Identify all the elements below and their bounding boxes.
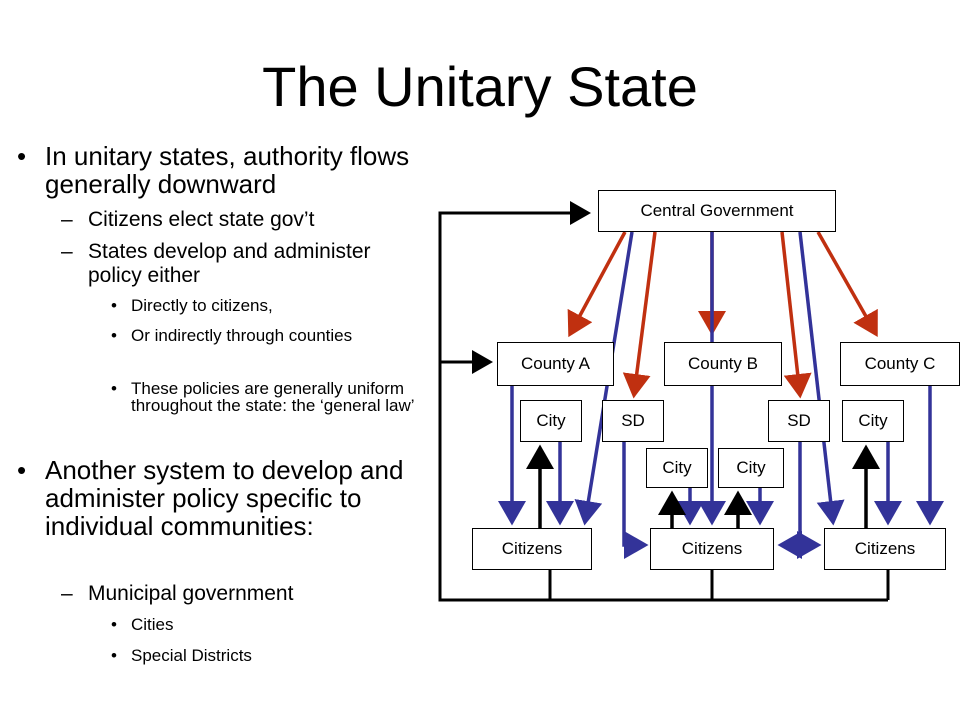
bullet-marker: • <box>111 326 117 345</box>
bullet-level3: • Directly to citizens, <box>111 296 431 315</box>
sd-box: SD <box>602 400 664 442</box>
arrow-sd-1-to-citizens <box>622 442 649 559</box>
bullet-text: Cities <box>131 615 174 634</box>
bullet-text: Or indirectly through counties <box>131 326 353 345</box>
bullet-text: Municipal government <box>88 582 294 605</box>
bullet-marker: • <box>17 455 27 485</box>
bullet-text: These policies are generally uniform thr… <box>131 379 415 415</box>
city-box: City <box>520 400 582 442</box>
bullet-level1: • Another system to develop and administ… <box>17 455 435 541</box>
bullet-marker: – <box>61 208 73 231</box>
city-box: City <box>646 448 708 488</box>
black-arrows <box>526 444 880 528</box>
arrow-central-to-county-c <box>816 231 878 338</box>
bullet-marker: • <box>111 615 117 634</box>
bullet-text: Directly to citizens, <box>131 296 273 315</box>
arrow-central-to-sd-2 <box>780 231 812 399</box>
city-box: City <box>842 400 904 442</box>
bullet-level3: • These policies are generally uniform t… <box>111 379 431 415</box>
bullet-text: Citizens elect state gov’t <box>88 208 315 231</box>
bullet-marker: • <box>111 379 117 398</box>
bullet-text: Another system to develop and administer… <box>45 455 404 541</box>
election-feedback-lines <box>438 201 890 602</box>
bullet-level3: • Special Districts <box>111 646 431 665</box>
bullet-level3: • Cities <box>111 615 431 634</box>
county-b-box: County B <box>664 342 782 386</box>
bullet-marker: – <box>61 240 73 263</box>
bullet-text: In unitary states, authority flows gener… <box>45 141 410 199</box>
bullet-level1: • In unitary states, authority flows gen… <box>17 141 425 199</box>
bullet-level3: • Or indirectly through counties <box>111 326 361 345</box>
bullet-text: Special Districts <box>131 646 252 665</box>
bullet-text: States develop and administer policy eit… <box>88 240 371 287</box>
sd-box: SD <box>768 400 830 442</box>
bullet-level2: – Citizens elect state gov’t <box>61 208 418 232</box>
city-box: City <box>718 448 784 488</box>
citizens-box: Citizens <box>650 528 774 570</box>
bullet-level2: – Municipal government <box>61 582 418 606</box>
slide-title: The Unitary State <box>262 55 698 118</box>
central-government-box: Central Government <box>598 190 836 232</box>
citizens-box: Citizens <box>824 528 946 570</box>
county-c-box: County C <box>840 342 960 386</box>
bullet-marker: – <box>61 582 73 605</box>
arrow-central-to-citizens-3 <box>798 231 845 526</box>
bullet-level2: – States develop and administer policy e… <box>61 240 418 288</box>
bullet-marker: • <box>17 141 27 171</box>
arrow-central-to-sd-1 <box>622 231 657 399</box>
arrow-central-to-county-a <box>567 231 627 338</box>
bullet-marker: • <box>111 646 117 665</box>
citizens-box: Citizens <box>472 528 592 570</box>
bullet-marker: • <box>111 296 117 315</box>
county-a-box: County A <box>497 342 614 386</box>
